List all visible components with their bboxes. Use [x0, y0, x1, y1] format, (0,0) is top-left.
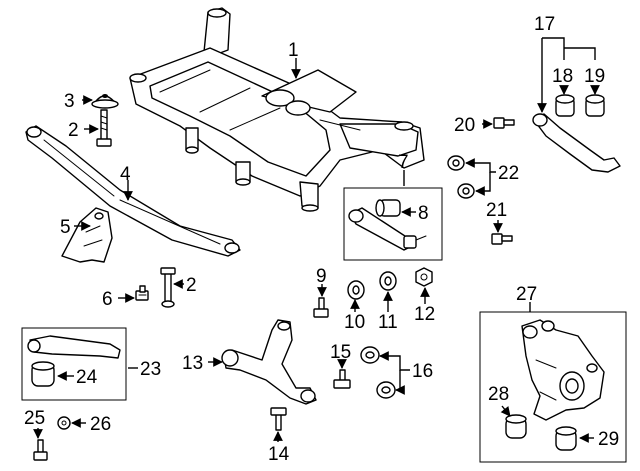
callout-1: 1: [288, 40, 299, 61]
callout-22: 22: [498, 163, 519, 184]
callout-2a: 2: [68, 120, 79, 141]
callout-7: 7: [398, 152, 409, 173]
bushing-19[interactable]: [585, 94, 605, 117]
washer-10[interactable]: [347, 280, 365, 300]
bolt-lower[interactable]: [160, 267, 176, 308]
bushing-8[interactable]: [375, 199, 401, 217]
box-23: [21, 327, 127, 401]
stopper-cap[interactable]: [91, 94, 119, 109]
bolt-6[interactable]: [135, 285, 149, 301]
bolt-14[interactable]: [270, 407, 287, 431]
bolt-upper[interactable]: [96, 109, 112, 147]
callout-2b: 2: [186, 275, 197, 296]
callout-27: 27: [516, 284, 537, 305]
bushing-22a[interactable]: [447, 155, 465, 171]
bushing-16a[interactable]: [360, 346, 380, 364]
upper-arm-13[interactable]: [221, 319, 317, 405]
bushing-18[interactable]: [555, 94, 575, 117]
bushing-28[interactable]: [505, 414, 527, 439]
callout-6: 6: [102, 289, 113, 310]
bushing-29[interactable]: [555, 426, 577, 451]
callout-8: 8: [418, 203, 429, 224]
callout-3: 3: [64, 91, 75, 112]
callout-labels: 1 3 2 4 5 6 2 7 8 9 10 11 12 13 14 15 16…: [24, 14, 619, 465]
box-27: [479, 311, 627, 463]
callout-18: 18: [552, 66, 573, 87]
leader-lines: [33, 37, 600, 443]
bolt-25[interactable]: [33, 439, 48, 461]
callout-21: 21: [486, 200, 507, 221]
nut-26[interactable]: [57, 416, 71, 430]
bushing-16b[interactable]: [376, 381, 396, 399]
arm-23[interactable]: [27, 335, 121, 359]
bracket[interactable]: [61, 207, 113, 263]
knuckle-27[interactable]: [521, 319, 605, 421]
callout-20: 20: [454, 115, 475, 136]
box-7: [343, 187, 443, 261]
callout-19: 19: [584, 66, 605, 87]
nut-12[interactable]: [415, 267, 433, 287]
lateral-link-7[interactable]: [348, 207, 427, 251]
crossmember[interactable]: [129, 7, 425, 212]
callout-13: 13: [182, 353, 203, 374]
bolt-15[interactable]: [333, 369, 351, 389]
trailing-link-17[interactable]: [532, 113, 621, 173]
callout-29: 29: [598, 429, 619, 450]
callout-4: 4: [120, 164, 131, 185]
callout-16: 16: [412, 361, 433, 382]
callout-5: 5: [60, 217, 71, 238]
callout-10: 10: [344, 312, 365, 333]
bushing-24[interactable]: [31, 361, 55, 387]
callout-25: 25: [24, 408, 45, 429]
washer-11[interactable]: [379, 271, 397, 291]
callout-11: 11: [378, 312, 398, 333]
callout-14: 14: [268, 444, 290, 465]
bolt-9[interactable]: [313, 297, 329, 318]
callout-12: 12: [414, 304, 435, 325]
callout-26: 26: [90, 414, 111, 435]
support-bar[interactable]: [25, 125, 241, 257]
callout-17: 17: [534, 14, 555, 35]
bushing-22b[interactable]: [457, 183, 475, 199]
callout-23: 23: [140, 359, 161, 380]
callout-15: 15: [330, 342, 351, 363]
callout-28: 28: [488, 384, 509, 405]
bolt-21[interactable]: [491, 233, 513, 245]
bolt-20[interactable]: [493, 117, 515, 129]
callout-9: 9: [316, 266, 327, 287]
callout-24: 24: [76, 367, 98, 388]
